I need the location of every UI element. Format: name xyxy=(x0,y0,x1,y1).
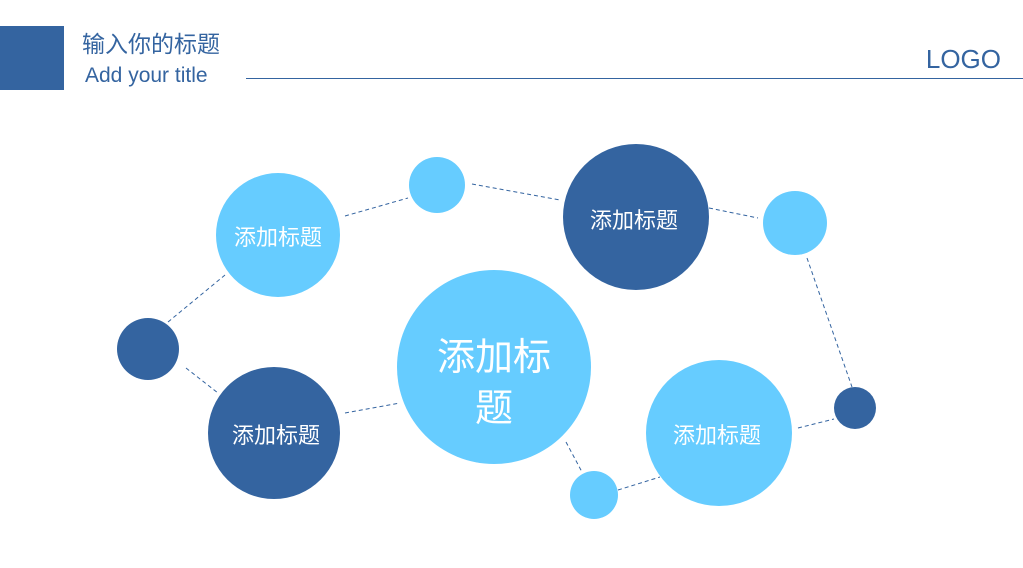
connector-line xyxy=(806,257,853,388)
connector-lines xyxy=(167,183,853,491)
header-divider xyxy=(246,78,1023,79)
connector-line xyxy=(344,197,409,217)
connector-line xyxy=(167,274,226,323)
connector-line xyxy=(185,367,219,394)
page-title-english: Add your title xyxy=(85,64,208,87)
node-label: 添加标题 xyxy=(590,209,678,234)
node-label: 添加标题 xyxy=(234,226,322,251)
page-title-chinese: 输入你的标题 xyxy=(82,32,220,58)
node-top-right: 添加标题 xyxy=(563,144,709,290)
connector-line xyxy=(797,418,835,429)
node-bottom-right: 添加标题 xyxy=(646,360,792,506)
connector-line xyxy=(344,402,401,414)
small-dot-light xyxy=(570,471,618,519)
small-dot-dark xyxy=(117,318,179,380)
center-label-line1: 添加标 xyxy=(437,335,551,379)
node-label: 添加标题 xyxy=(673,424,761,449)
node-bottom-left: 添加标题 xyxy=(208,367,340,499)
corner-accent-block xyxy=(0,26,64,90)
small-dot-dark xyxy=(834,387,876,429)
center-label-line2: 题 xyxy=(475,386,513,430)
node-label: 添加标题 xyxy=(232,424,320,449)
small-dot-light xyxy=(763,191,827,255)
small-dot-light xyxy=(409,157,465,213)
connector-line xyxy=(708,207,759,219)
connector-line xyxy=(471,183,561,201)
node-top-left: 添加标题 xyxy=(216,173,340,297)
node-center: 添加标 题 xyxy=(397,270,591,464)
connector-line xyxy=(565,441,583,473)
connector-line xyxy=(617,476,661,491)
logo: LOGO xyxy=(925,44,1001,74)
